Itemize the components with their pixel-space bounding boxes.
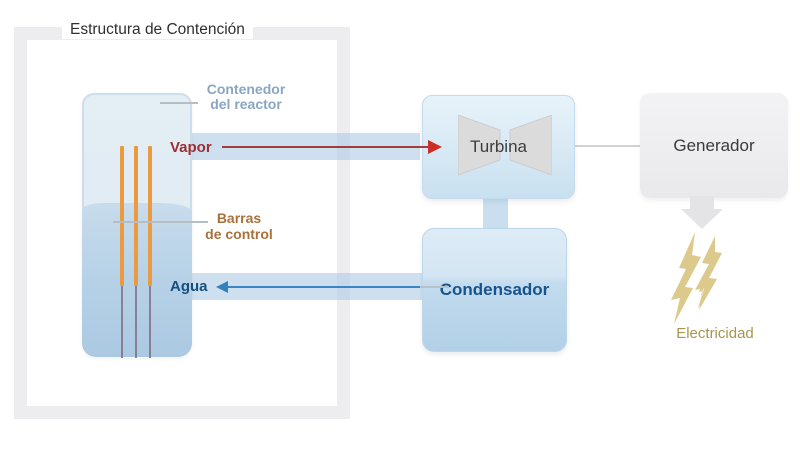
reactor-container-label: Contenedor del reactor (196, 82, 296, 112)
turbine-box: Turbina (422, 95, 575, 199)
control-rods-label: Barras de control (196, 210, 282, 242)
control-rods-pointer-line (113, 221, 208, 223)
steam-flow-line (222, 146, 428, 148)
turbine-condenser-pipe (483, 196, 508, 230)
steam-label: Vapor (170, 139, 212, 156)
turbine-generator-shaft-line (570, 145, 642, 147)
control-rods-label-line1: Barras (216, 210, 262, 226)
control-rod (134, 146, 138, 286)
electricity-label: Electricidad (676, 325, 754, 342)
lightning-icon (671, 232, 722, 324)
turbine-label: Turbina (469, 137, 527, 156)
control-rods-label-line2: de control (205, 226, 273, 242)
turbine-icon (458, 115, 552, 175)
control-rod-stem (135, 286, 137, 358)
reactor-container-label-line1: Contenedor (206, 81, 286, 97)
reactor-container-label-line2: del reactor (210, 96, 282, 112)
control-rod (148, 146, 152, 286)
water-arrowhead-icon (216, 281, 228, 293)
reactor-container-pointer-line (160, 102, 198, 104)
condenser-connector-line (420, 286, 449, 288)
control-rod-stem (149, 286, 151, 358)
water-label: Agua (170, 278, 208, 295)
control-rod (120, 146, 124, 286)
containment-structure-title: Estructura de Contención (62, 21, 253, 39)
control-rod-stem (121, 286, 123, 358)
reactor-vessel (82, 93, 192, 357)
water-flow-line (228, 286, 420, 288)
generator-label: Generador (673, 135, 755, 155)
generator-box: Generador (640, 93, 788, 198)
steam-arrowhead-icon (428, 140, 442, 154)
condenser-label: Condensador (439, 280, 550, 299)
condenser-box: Condensador (422, 228, 567, 352)
generator-output-arrow-icon (681, 196, 723, 229)
